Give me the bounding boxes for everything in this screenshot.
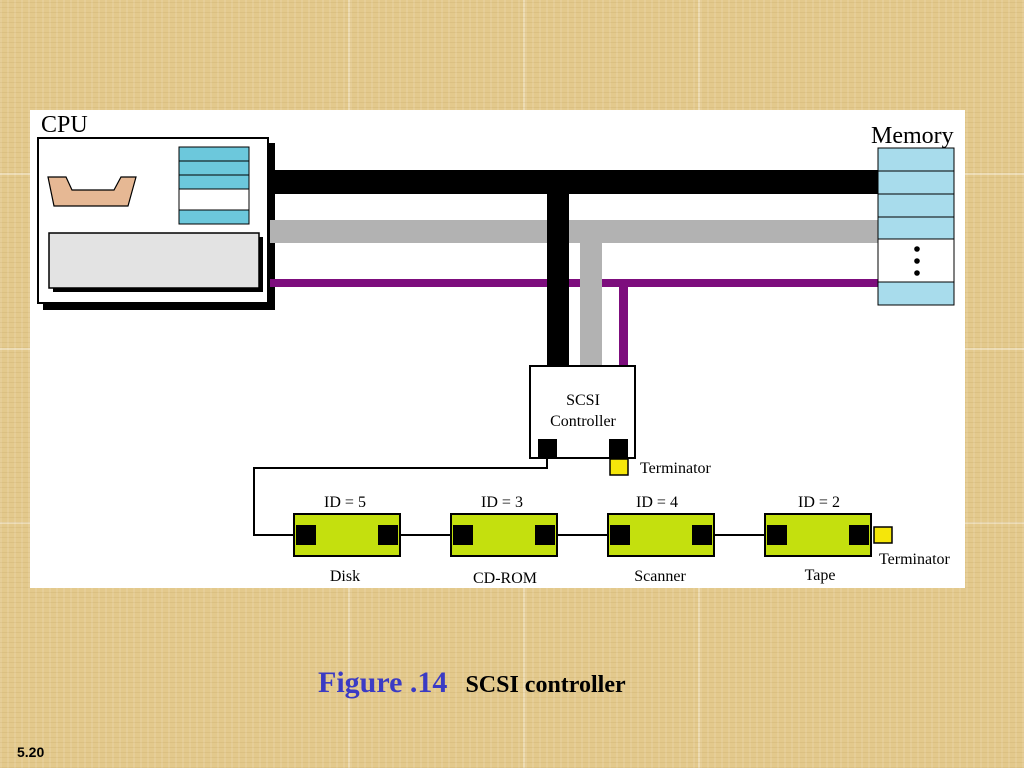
- control-bus: [270, 279, 880, 287]
- device-tape-id: ID = 2: [798, 494, 840, 511]
- memory-block: [877, 147, 955, 306]
- device-disk-name: Disk: [330, 568, 360, 585]
- controller-port-left: [538, 439, 557, 458]
- device-scanner-name: Scanner: [634, 568, 686, 585]
- caption-title: SCSI controller: [465, 672, 626, 698]
- scsi-diagram-svg: CPU Memory SCSI Controller Terminator: [37, 112, 955, 587]
- device-cdrom-name: CD-ROM: [473, 570, 537, 587]
- controller-label-line2: Controller: [550, 413, 616, 430]
- cpu-alu: [47, 176, 137, 207]
- address-bus-drop: [547, 194, 569, 366]
- memory-label: Memory: [871, 123, 954, 149]
- terminator-end-label: Terminator: [879, 551, 951, 568]
- device-cdrom: ID = 3 CD-ROM: [450, 494, 558, 587]
- cpu-control-unit: [48, 232, 260, 289]
- terminator-end: [873, 526, 893, 544]
- controller-label-line1: SCSI: [566, 392, 600, 409]
- caption-number: Figure .14: [318, 666, 448, 699]
- device-scanner-id: ID = 4: [636, 494, 678, 511]
- control-bus-drop: [619, 287, 628, 366]
- device-tape: ID = 2 Tape: [764, 494, 872, 584]
- device-disk: ID = 5 Disk: [293, 494, 401, 585]
- cable-controller-to-disk: [253, 458, 548, 536]
- device-cdrom-id: ID = 3: [481, 494, 523, 511]
- data-bus-drop: [580, 243, 602, 366]
- device-tape-name: Tape: [805, 567, 836, 584]
- address-bus: [270, 170, 880, 194]
- data-bus: [270, 220, 880, 243]
- terminator-controller: [609, 458, 629, 476]
- figure-caption: Figure .14 SCSI controller: [318, 666, 626, 700]
- cpu-label: CPU: [41, 112, 88, 138]
- terminator-controller-label: Terminator: [640, 460, 712, 477]
- device-scanner: ID = 4 Scanner: [607, 494, 715, 585]
- controller-port-right: [609, 439, 628, 458]
- slide-number: 5.20: [17, 744, 45, 760]
- cpu-registers: [178, 146, 250, 225]
- device-disk-id: ID = 5: [324, 494, 366, 511]
- scsi-diagram-figure: CPU Memory SCSI Controller Terminator: [30, 110, 965, 588]
